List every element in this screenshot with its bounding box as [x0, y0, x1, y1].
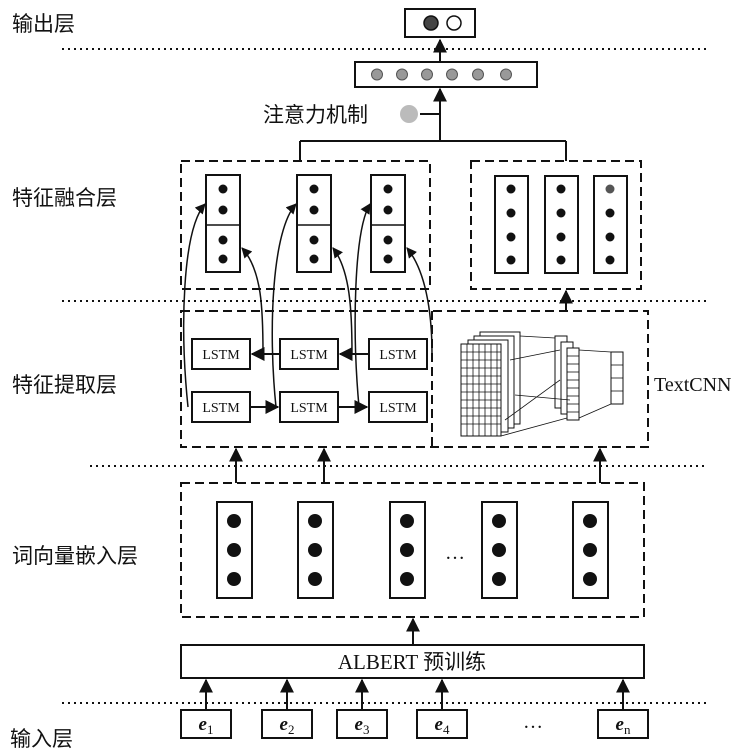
input-token [597, 709, 649, 739]
textcnn-label: TextCNN [654, 374, 731, 396]
attention-label: 注意力机制 [263, 103, 368, 127]
embedding-ellipsis: … [445, 542, 465, 564]
lstm-label: LSTM [202, 348, 240, 363]
input-token-label-3: e3 [355, 714, 370, 737]
layer-label-output: 输出层 [12, 12, 75, 36]
input-token [261, 709, 313, 739]
lstm-backward-1 [191, 338, 251, 370]
lstm-label: LSTM [202, 401, 240, 416]
lstm-forward-2 [279, 391, 339, 423]
lstm-flow-arrows [250, 347, 369, 414]
output-dot-empty [446, 15, 462, 31]
lstm-to-fusion-arrows [182, 203, 433, 408]
layer-separators [62, 48, 708, 704]
albert-box [180, 644, 645, 679]
lstm-label: LSTM [379, 401, 417, 416]
output-dot-filled [423, 15, 439, 31]
lstm-label: LSTM [379, 348, 417, 363]
embedding-to-extraction-arrows [229, 447, 607, 483]
lstm-forward-3 [368, 391, 428, 423]
output-node [404, 8, 476, 38]
input-arrows [199, 678, 630, 710]
lstm-label: LSTM [290, 348, 328, 363]
fusion-merge-lines [299, 87, 567, 161]
cnn-vectors [494, 175, 628, 274]
albert-label: ALBERT 预训练 [338, 650, 486, 674]
embedding-box [180, 482, 645, 618]
lstm-backward-2 [279, 338, 339, 370]
input-ellipsis: … [523, 711, 543, 733]
input-token [180, 709, 232, 739]
input-tokens: e1 e2 e3 e4 en … [180, 709, 649, 739]
lstm-label: LSTM [290, 401, 328, 416]
layer-label-input: 输入层 [10, 727, 73, 751]
input-token-label-2: e2 [280, 714, 295, 737]
layer-label-extraction: 特征提取层 [12, 373, 117, 397]
fusion-box-lstm [180, 160, 431, 290]
fusion-boxes [180, 160, 642, 290]
input-token [336, 709, 388, 739]
attention-vector [354, 61, 538, 88]
attention-dot [400, 105, 418, 123]
layer-label-fusion: 特征融合层 [12, 186, 117, 210]
input-token [416, 709, 468, 739]
lstm-cells: LSTM LSTM LSTM LSTM LSTM LSTM [191, 338, 428, 423]
embedding-vectors: … [216, 501, 609, 599]
layer-label-embedding: 词向量嵌入层 [12, 544, 138, 568]
input-token-label-n: en [616, 714, 631, 737]
fusion-box-cnn [470, 160, 642, 290]
input-token-label-4: e4 [435, 714, 450, 737]
textcnn-illustration [460, 331, 624, 437]
input-token-label-1: e1 [199, 714, 214, 737]
bilstm-vectors [205, 174, 406, 273]
